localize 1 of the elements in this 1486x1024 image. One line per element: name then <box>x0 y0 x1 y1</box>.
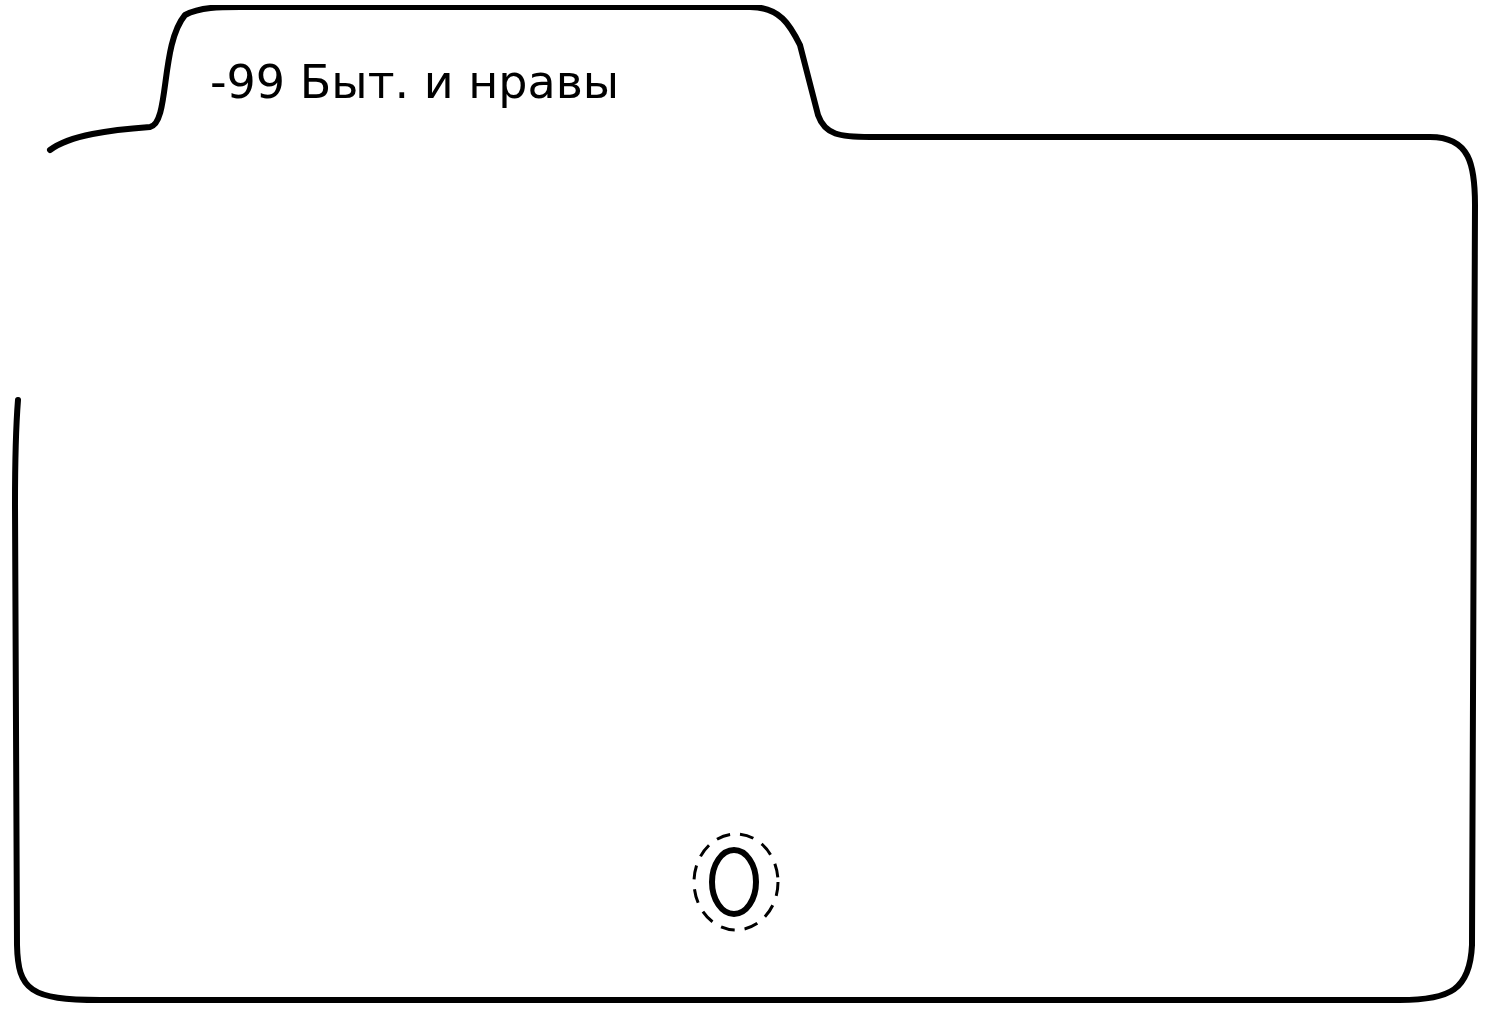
folder-tab-label: -99 Быт. и нравы <box>210 57 620 108</box>
